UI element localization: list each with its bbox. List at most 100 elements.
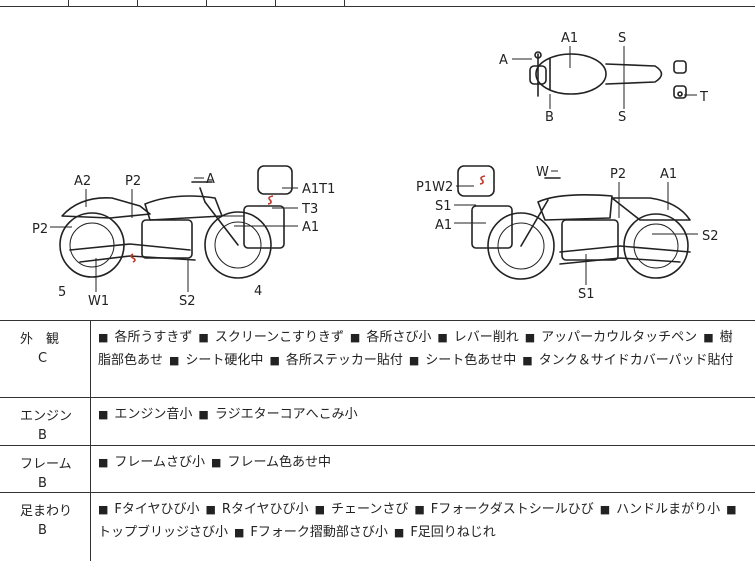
left-view-motorcycle xyxy=(59,165,293,279)
label-left-p2-left: P2 xyxy=(32,222,48,237)
condition-item-text: F足回りねじれ xyxy=(410,525,496,540)
label-right-a1: A1 xyxy=(660,167,677,182)
bullet-square-icon: ■ xyxy=(314,503,325,516)
condition-item-text: フレーム色あせ中 xyxy=(227,455,332,470)
section-exterior: 外 観 C ■各所うすきず■スクリーンこすりきず■各所さび小■レバー削れ■アッパ… xyxy=(0,321,755,398)
condition-item: ■F足回りねじれ xyxy=(394,525,496,540)
condition-item-text: 樹脂部色あせ xyxy=(98,330,733,368)
condition-item: ■ シート色あせ中 xyxy=(409,353,516,368)
condition-item: ■各所うすきず xyxy=(98,330,192,345)
label-left-a2: A2 xyxy=(74,174,91,189)
condition-item-text: チェーンさび xyxy=(330,502,409,517)
damage-mark xyxy=(267,195,274,205)
top-table-strip xyxy=(0,0,755,7)
section-engine: エンジン B ■エンジン音小■ラジエターコアへこみ小 xyxy=(0,398,755,446)
label-left-a1: A1 xyxy=(302,220,319,235)
bullet-square-icon: ■ xyxy=(349,331,361,344)
label-right-w: W xyxy=(536,165,549,180)
condition-item: ■フレームさび小 xyxy=(98,455,205,470)
label-right-a1-left: A1 xyxy=(435,218,452,233)
section-category: フレーム xyxy=(20,457,72,472)
condition-item-text: ラジエターコアへこみ小 xyxy=(214,407,358,422)
condition-item: ■フレーム色あせ中 xyxy=(211,455,331,470)
label-left-4: 4 xyxy=(254,284,262,299)
bullet-square-icon: ■ xyxy=(524,331,536,344)
section-suspension: 足まわり B ■Fタイヤひび小■Rタイヤひび小■チェーンさび■Fフォークダストシ… xyxy=(0,493,755,561)
condition-item-text: アッパーカウルタッチペン xyxy=(541,330,698,345)
section-grade: C xyxy=(38,351,48,366)
condition-item: ■ Fフォーク摺動部さび小 xyxy=(234,525,388,540)
section-header: 足まわり B xyxy=(0,493,91,561)
bullet-square-icon: ■ xyxy=(234,526,245,539)
condition-item-text: シート硬化中 xyxy=(185,353,264,368)
section-grade: B xyxy=(38,523,47,538)
condition-item: ■ハンドルまがり小 xyxy=(600,502,720,517)
condition-item: ■Fタイヤひび小 xyxy=(98,502,200,517)
condition-item-text: Rタイヤひび小 xyxy=(221,502,309,517)
bullet-square-icon: ■ xyxy=(726,503,737,516)
condition-item-text: 各所ステッカー貼付 xyxy=(285,353,403,368)
section-items: ■フレームさび小■フレーム色あせ中 xyxy=(98,451,745,474)
damage-mark xyxy=(479,175,486,185)
condition-item: ■ ラジエターコアへこみ小 xyxy=(198,407,357,422)
label-top-s-bottom: S xyxy=(618,110,626,125)
top-view-motorcycle xyxy=(529,51,687,99)
label-right-p2: P2 xyxy=(610,167,626,182)
condition-item-text: Fフォークダストシールひび xyxy=(430,502,594,517)
damage-mark xyxy=(130,253,136,263)
bullet-square-icon: ■ xyxy=(703,331,714,344)
condition-item: ■樹脂部色あせ xyxy=(98,330,733,368)
condition-item-text: Fタイヤひび小 xyxy=(114,502,200,517)
condition-item: ■ エンジン音小 xyxy=(98,407,192,422)
damage-diagram: A A1 S B S T A2 P2 A A1T1 T3 A1 P2 5 W1 xyxy=(0,6,755,321)
label-left-5: 5 xyxy=(58,285,66,300)
section-grade: B xyxy=(38,428,47,443)
section-items: ■各所うすきず■スクリーンこすりきず■各所さび小■レバー削れ■アッパーカウルタッ… xyxy=(98,326,745,372)
section-category: 足まわり xyxy=(20,504,73,519)
section-header: フレーム B xyxy=(0,446,91,492)
condition-item: ■トップブリッジさび小 xyxy=(98,502,743,540)
bullet-square-icon: ■ xyxy=(198,408,209,421)
section-header: 外 観 C xyxy=(0,321,91,397)
section-items: ■ エンジン音小 ■ ラジエターコアへこみ小 xyxy=(98,403,745,426)
condition-item: ■タンク＆サイドカバーパッド貼付 xyxy=(522,353,733,368)
label-top-a: A xyxy=(499,53,508,68)
section-category: 外 観 xyxy=(20,332,60,347)
label-left-w1: W1 xyxy=(88,294,109,309)
bullet-square-icon: ■ xyxy=(269,354,280,367)
label-top-a1: A1 xyxy=(561,31,578,46)
bullet-square-icon: ■ xyxy=(98,408,109,421)
bullet-square-icon: ■ xyxy=(408,354,420,367)
bullet-square-icon: ■ xyxy=(522,354,533,367)
label-right-p1w2: P1W2 xyxy=(416,180,453,195)
motorcycle-diagram-svg: A A1 S B S T A2 P2 A A1T1 T3 A1 P2 5 W1 xyxy=(32,31,719,309)
bullet-square-icon: ■ xyxy=(414,503,425,516)
label-right-s1: S1 xyxy=(435,199,452,214)
condition-item: ■Rタイヤひび小 xyxy=(206,502,309,517)
condition-item: ■ レバー削れ xyxy=(437,330,518,345)
condition-item: ■シート硬化中 xyxy=(169,353,263,368)
bullet-square-icon: ■ xyxy=(599,503,611,516)
condition-item-text: 各所さび小 xyxy=(366,330,432,345)
condition-item: ■ Fフォークダストシールひび xyxy=(414,502,593,517)
section-items: ■Fタイヤひび小■Rタイヤひび小■チェーンさび■Fフォークダストシールひび■ハン… xyxy=(98,498,745,544)
condition-item: ■ アッパーカウルタッチペン xyxy=(525,330,697,345)
bullet-square-icon: ■ xyxy=(98,456,109,469)
table-divider xyxy=(344,0,345,6)
label-left-a: A xyxy=(206,172,215,187)
bullet-square-icon: ■ xyxy=(437,331,448,344)
condition-item-text: Fフォーク摺動部さび小 xyxy=(250,525,388,540)
section-grade: B xyxy=(38,476,47,491)
bullet-square-icon: ■ xyxy=(98,331,109,344)
table-divider xyxy=(137,0,138,6)
section-frame: フレーム B ■フレームさび小■フレーム色あせ中 xyxy=(0,446,755,493)
condition-item: ■スクリーンこすりきず xyxy=(198,330,344,345)
label-left-a1t1: A1T1 xyxy=(302,182,335,197)
bullet-square-icon: ■ xyxy=(198,331,209,344)
label-left-s2: S2 xyxy=(179,294,196,309)
condition-item-text: シート色あせ中 xyxy=(425,353,517,368)
label-top-t: T xyxy=(699,90,708,105)
table-divider xyxy=(206,0,207,6)
condition-item-text: レバー削れ xyxy=(453,330,519,345)
condition-item-text: エンジン音小 xyxy=(114,407,193,422)
